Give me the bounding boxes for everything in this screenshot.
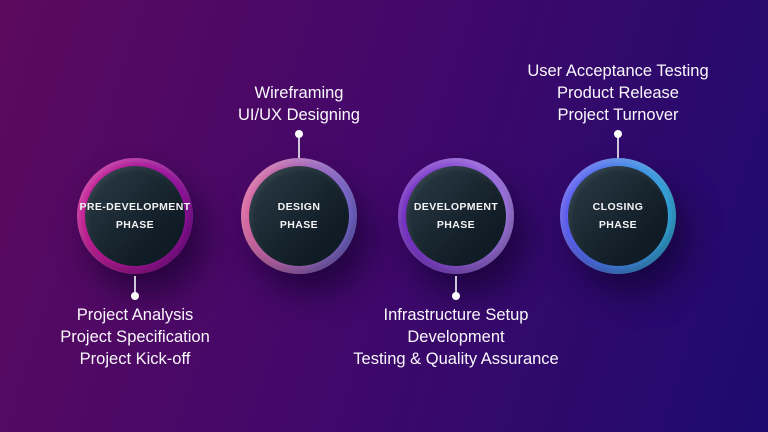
phase-label: CLOSING PHASE (593, 198, 644, 235)
connector-dot (295, 130, 303, 138)
annotation-item: Development (407, 328, 505, 346)
phase-circle-ring: DESIGN PHASE (241, 158, 357, 274)
phase-annotation: Project Analysis Project Specification P… (15, 304, 255, 370)
annotation-item: Wireframing (254, 84, 344, 102)
annotation-item: Project Turnover (557, 106, 679, 124)
phase-group-pre-development: PRE-DEVELOPMENT PHASE Project Analysis P… (15, 0, 255, 432)
annotation-item: UI/UX Designing (238, 106, 360, 124)
phase-circle-ring: DEVELOPMENT PHASE (398, 158, 514, 274)
connector-line (617, 138, 619, 158)
connector-dot (131, 292, 139, 300)
phase-label: DEVELOPMENT PHASE (414, 198, 498, 235)
annotation-item: Product Release (557, 84, 679, 102)
phase-circle-ring: CLOSING PHASE (560, 158, 676, 274)
phase-label-line1: PRE-DEVELOPMENT (79, 200, 191, 213)
connector-line (455, 276, 457, 292)
phase-label: PRE-DEVELOPMENT PHASE (80, 198, 191, 235)
phase-group-development: DEVELOPMENT PHASE Infrastructure Setup D… (336, 0, 576, 432)
annotation-item: User Acceptance Testing (527, 62, 709, 80)
phase-group-design: Wireframing UI/UX Designing DESIGN PHASE (179, 0, 419, 432)
phase-label: DESIGN PHASE (278, 198, 321, 235)
phase-label-line1: DESIGN (277, 200, 321, 213)
phase-label-line1: CLOSING (592, 200, 644, 213)
annotation-item: Testing & Quality Assurance (353, 350, 559, 368)
phase-circle-ring: PRE-DEVELOPMENT PHASE (77, 158, 193, 274)
connector-line (298, 138, 300, 158)
annotation-item: Project Analysis (76, 306, 194, 324)
phase-label-line2: PHASE (115, 219, 155, 231)
phase-label-line2: PHASE (598, 219, 638, 231)
phase-label-line2: PHASE (436, 219, 476, 231)
phase-circle: DESIGN PHASE (249, 166, 349, 266)
connector-dot (452, 292, 460, 300)
connector-dot (614, 130, 622, 138)
connector-line (134, 276, 136, 292)
phase-group-closing: User Acceptance Testing Product Release … (498, 0, 738, 432)
annotation-item: Project Kick-off (79, 350, 191, 368)
annotation-item: Project Specification (60, 328, 210, 346)
phase-label-line1: DEVELOPMENT (413, 200, 499, 213)
phase-circle: CLOSING PHASE (568, 166, 668, 266)
phase-label-line2: PHASE (279, 219, 319, 231)
annotation-item: Infrastructure Setup (383, 306, 529, 324)
phase-circle: PRE-DEVELOPMENT PHASE (80, 166, 190, 266)
phase-annotation: Infrastructure Setup Development Testing… (336, 304, 576, 370)
phase-annotation: Wireframing UI/UX Designing (179, 82, 419, 126)
phase-annotation: User Acceptance Testing Product Release … (498, 60, 738, 126)
phase-circle: DEVELOPMENT PHASE (406, 166, 506, 266)
